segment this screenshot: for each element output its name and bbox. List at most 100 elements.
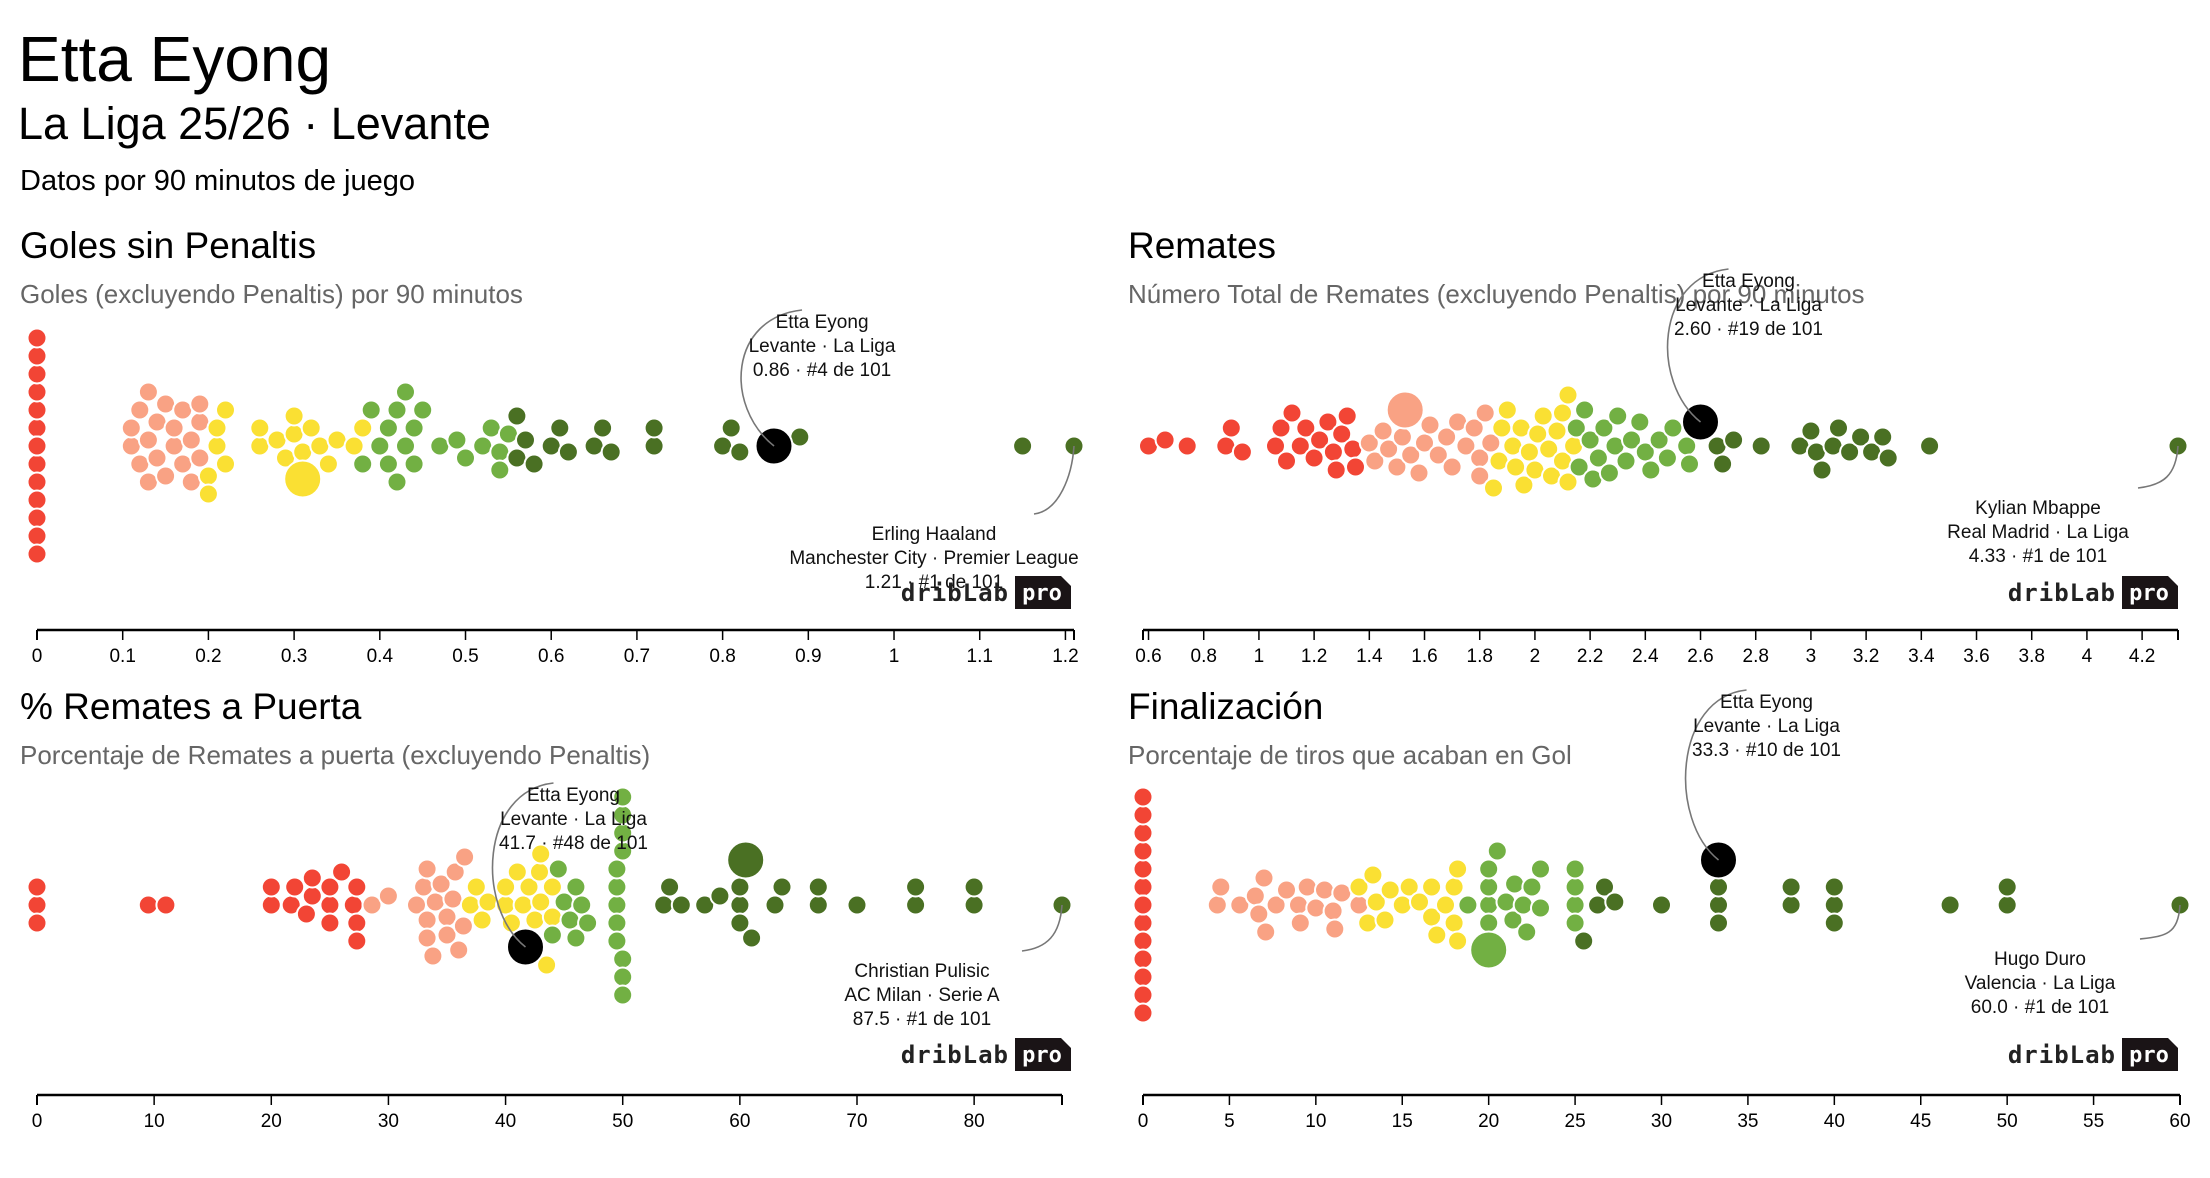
player-dot[interactable]: [1443, 876, 1465, 898]
player-dot[interactable]: [377, 885, 399, 907]
player-dot[interactable]: [729, 912, 751, 934]
player-dot[interactable]: [1877, 447, 1899, 469]
player-dot[interactable]: [120, 417, 142, 439]
player-dot[interactable]: [524, 909, 546, 931]
player-dot[interactable]: [1604, 891, 1626, 913]
player-dot[interactable]: [1568, 456, 1590, 478]
player-dot[interactable]: [436, 924, 458, 946]
player-dot[interactable]: [606, 894, 628, 916]
player-dot[interactable]: [26, 543, 48, 565]
average-dot[interactable]: [726, 840, 766, 880]
player-dot[interactable]: [1640, 459, 1662, 481]
player-dot[interactable]: [455, 447, 476, 469]
player-dot[interactable]: [442, 888, 464, 910]
player-dot[interactable]: [1322, 900, 1344, 922]
player-dot[interactable]: [606, 912, 628, 934]
player-dot[interactable]: [26, 894, 48, 916]
player-dot[interactable]: [1288, 894, 1309, 916]
player-dot[interactable]: [1220, 417, 1242, 439]
player-dot[interactable]: [1132, 822, 1154, 844]
player-dot[interactable]: [606, 858, 628, 880]
player-dot[interactable]: [215, 453, 236, 475]
player-dot[interactable]: [1828, 417, 1849, 439]
player-dot[interactable]: [1132, 876, 1154, 898]
player-dot[interactable]: [612, 948, 634, 970]
player-dot[interactable]: [1478, 894, 1500, 916]
player-dot[interactable]: [1662, 417, 1684, 439]
player-dot[interactable]: [1480, 432, 1502, 454]
player-dot[interactable]: [1244, 885, 1266, 907]
player-dot[interactable]: [1253, 867, 1275, 889]
player-dot[interactable]: [454, 846, 476, 868]
player-dot[interactable]: [1872, 426, 1894, 448]
player-dot[interactable]: [1478, 912, 1500, 934]
player-dot[interactable]: [712, 435, 734, 457]
player-dot[interactable]: [1518, 441, 1540, 463]
player-dot[interactable]: [771, 876, 793, 898]
player-dot[interactable]: [694, 894, 716, 916]
player-dot[interactable]: [1546, 420, 1568, 442]
player-dot[interactable]: [180, 429, 202, 451]
player-dot[interactable]: [386, 399, 408, 421]
player-dot[interactable]: [1712, 453, 1734, 475]
player-dot[interactable]: [301, 885, 323, 907]
player-dot[interactable]: [1615, 450, 1637, 472]
player-dot[interactable]: [377, 417, 399, 439]
player-dot[interactable]: [284, 876, 306, 898]
player-dot[interactable]: [709, 885, 731, 907]
player-dot[interactable]: [1491, 417, 1513, 439]
player-dot[interactable]: [1565, 417, 1587, 439]
player-dot[interactable]: [452, 915, 474, 937]
player-dot[interactable]: [1850, 426, 1872, 448]
player-dot[interactable]: [1708, 894, 1729, 916]
player-dot[interactable]: [352, 417, 374, 439]
player-dot[interactable]: [571, 894, 593, 916]
player-dot[interactable]: [260, 876, 282, 898]
player-dot[interactable]: [523, 453, 545, 475]
player-dot[interactable]: [1594, 876, 1615, 898]
player-dot[interactable]: [530, 891, 552, 913]
player-dot[interactable]: [1723, 429, 1745, 451]
player-dot[interactable]: [1521, 876, 1543, 898]
player-dot[interactable]: [137, 429, 159, 451]
player-dot[interactable]: [565, 927, 587, 949]
player-dot[interactable]: [1557, 384, 1579, 406]
player-dot[interactable]: [643, 435, 665, 457]
player-dot[interactable]: [1780, 894, 1802, 916]
player-dot[interactable]: [1276, 450, 1297, 472]
player-dot[interactable]: [1996, 894, 2018, 916]
player-dot[interactable]: [1322, 441, 1344, 463]
player-dot[interactable]: [346, 876, 368, 898]
player-dot[interactable]: [1780, 876, 1802, 898]
player-dot[interactable]: [1357, 912, 1379, 934]
player-dot[interactable]: [1504, 873, 1526, 895]
player-dot[interactable]: [26, 381, 48, 403]
player-dot[interactable]: [1839, 441, 1861, 463]
player-dot[interactable]: [26, 489, 48, 511]
player-dot[interactable]: [1391, 426, 1413, 448]
player-dot[interactable]: [26, 525, 48, 547]
player-dot[interactable]: [1324, 918, 1346, 940]
player-dot[interactable]: [163, 435, 185, 457]
player-dot[interactable]: [1823, 876, 1845, 898]
player-dot[interactable]: [1939, 894, 1961, 916]
player-dot[interactable]: [319, 876, 341, 898]
player-dot[interactable]: [395, 435, 416, 457]
player-dot[interactable]: [1564, 912, 1586, 934]
player-dot[interactable]: [1552, 402, 1573, 424]
player-dot[interactable]: [295, 903, 317, 925]
player-dot[interactable]: [446, 429, 468, 451]
player-dot[interactable]: [720, 417, 742, 439]
player-dot[interactable]: [606, 930, 628, 952]
player-dot[interactable]: [1564, 876, 1586, 898]
player-dot[interactable]: [412, 399, 434, 421]
player-dot[interactable]: [1441, 456, 1463, 478]
player-dot[interactable]: [471, 909, 493, 931]
player-dot[interactable]: [403, 453, 425, 475]
player-dot[interactable]: [729, 876, 751, 898]
player-dot[interactable]: [1331, 882, 1353, 904]
player-dot[interactable]: [155, 894, 177, 916]
player-dot[interactable]: [1502, 909, 1524, 931]
player-dot[interactable]: [1598, 462, 1620, 484]
player-dot[interactable]: [1348, 876, 1370, 898]
